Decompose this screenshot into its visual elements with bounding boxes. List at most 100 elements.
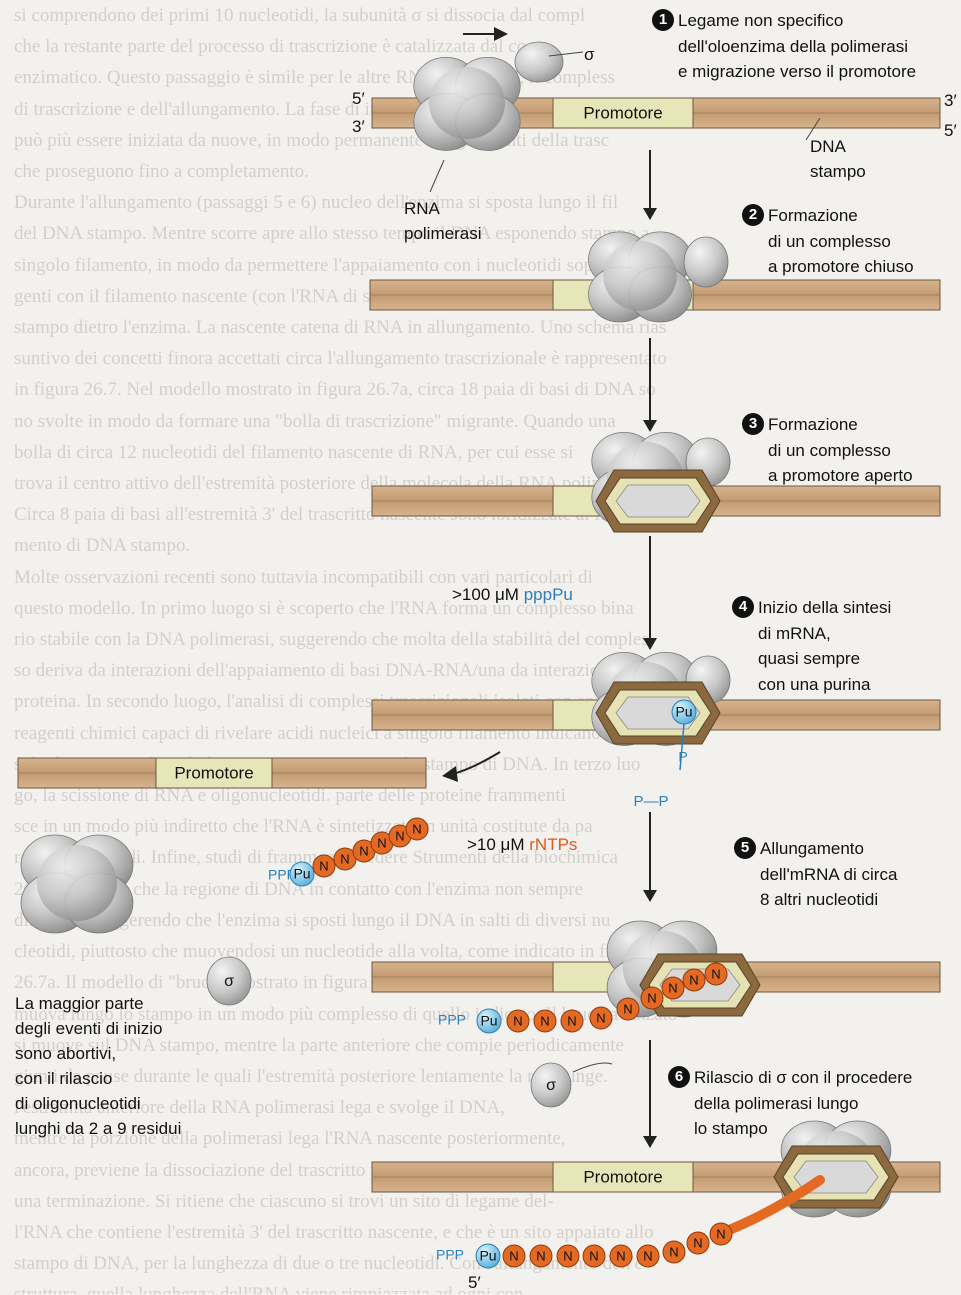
abortive-oligo-n-2-label: N [340,851,349,866]
rna-stage5-n-8-label: N [689,972,698,987]
arrow-1-2-head [643,208,657,220]
step-5-line1: Allungamento [760,836,897,862]
step-2-number: 2 [742,204,764,226]
abortive-purine-label: Pu [293,866,310,882]
transcription-bubble-stage3-gap [616,485,700,517]
polymerase-stage1 [414,57,520,150]
rna-stage6-n-9-label: N [716,1226,725,1241]
step-5: 5 Allungamento dell'mRNA di circa 8 altr… [760,836,897,913]
abortive-oligo-n-1-label: N [319,858,328,873]
step-2-line2: di un complesso [768,229,914,255]
arrow-2-3-head [643,420,657,432]
step-4-line4: con una purina [758,672,891,698]
abortive-note-line1: La maggior parte [15,991,181,1016]
step-3: 3 Formazione di un complesso a promotore… [768,412,913,489]
abortive-initiation-note: La maggior parte degli eventi di inizio … [15,991,181,1141]
pyrophosphate-label: P—P [633,793,668,810]
step-4-line1: Inizio della sintesi [758,595,891,621]
transcription-bubble-stage4 [596,682,720,744]
rntp-concentration-value: >10 μM [467,835,529,854]
rna-stage6-n-2-label: N [536,1248,545,1263]
step-2-line1: Formazione [768,203,914,229]
polymerase-stage2 [588,232,691,322]
polymerase-released [21,835,133,933]
step-6-line2: della polimerasi lungo [694,1091,912,1117]
abortive-oligo-n-5-label: N [395,828,404,843]
step-6-line1: Rilascio di σ con il procedere [694,1065,912,1091]
rna-stage6-n-4-label: N [589,1248,598,1263]
rna-5prime-label: 5′ [468,1270,481,1295]
rna-stage6-n-8-label: N [693,1235,702,1250]
step-3-number: 3 [742,413,764,435]
rntp-concentration-label: >10 μM rNTPs [467,832,577,857]
sigma-stage2 [684,237,728,287]
rna-stage5-n-3-label: N [567,1013,576,1028]
abortive-note-line4: con il rilascio [15,1066,181,1091]
dna-3prime-label: 3′ [352,114,365,139]
release-arrow-head [442,766,458,782]
step-4-line2: di mRNA, [758,621,891,647]
step-6: 6 Rilascio di σ con il procedere della p… [694,1065,912,1142]
ppppu-concentration-value: >100 μM [452,585,524,604]
polymerase-stage1-core [429,67,505,139]
abortive-oligo-n-4-label: N [377,835,386,850]
step-1-line1: Legame non specifico [678,8,916,34]
step-3-line3: a promotore aperto [768,463,913,489]
abortive-oligo-n-3-label: N [359,843,368,858]
polymerase-pointer [430,160,444,192]
step-4-line3: quasi sempre [758,646,891,672]
arrow-3-4-head [643,638,657,650]
dna-3prime-right-label: 3′ [944,88,957,113]
sigma-released-label: σ [224,973,234,990]
rna-stage5-n-2-label: N [540,1013,549,1028]
purine-stage6-label: Pu [479,1248,496,1264]
dna-5prime-right-label: 5′ [944,118,957,143]
dna-template-label: DNA stampo [810,134,866,184]
stage5-ppp-label: PPP [438,1012,466,1028]
rna-stage6-n-3-label: N [563,1248,572,1263]
step-5-number: 5 [734,837,756,859]
step-6-number: 6 [668,1066,690,1088]
rna-stage5-n-5-label: N [623,1001,632,1016]
sigma-release-pointer [573,1063,612,1072]
purine-stage4-label: Pu [675,704,692,720]
step-1-line3: e migrazione verso il promotore [678,59,916,85]
sigma-stage1 [515,42,563,82]
stage6-ppp-label: PPP [436,1247,464,1263]
rna-polymerase-label-line1: RNA [404,196,481,221]
abortive-note-line5: di oligonucleotidi [15,1091,181,1116]
step-4-number: 4 [732,596,754,618]
rna-stage6-n-1-label: N [509,1248,518,1263]
rna-stage5-n-4-label: N [596,1010,605,1025]
polymerase-released-core [37,845,117,921]
abortive-note-line3: sono abortivi, [15,1041,181,1066]
phosphate-label-stage4: P [678,749,687,765]
rna-polymerase-label-line2: polimerasi [404,221,481,246]
step-1-line2: dell'oloenzima della polimerasi [678,34,916,60]
arrow-4-5-head [643,890,657,902]
dna-5prime-label: 5′ [352,86,365,111]
abortive-note-line6: lunghi da 2 a 9 residui [15,1116,181,1141]
sigma-stage6-release-label: σ [546,1077,556,1094]
abortive-note-line2: degli eventi di inizio [15,1016,181,1041]
ppppu-concentration-name: pppPu [524,585,573,604]
step-3-line1: Formazione [768,412,913,438]
rna-stage5-n-1-label: N [513,1013,522,1028]
step-3-line2: di un complesso [768,438,913,464]
rna-stage6-n-5-label: N [616,1248,625,1263]
dna-released: Promotore [18,758,426,788]
step-4: 4 Inizio della sintesi di mRNA, quasi se… [758,595,891,697]
ppppu-concentration-label: >100 μM pppPu [452,582,573,607]
rna-stage6-n-7-label: N [669,1244,678,1259]
step-5-line3: 8 altri nucleotidi [760,887,897,913]
step-5-line2: dell'mRNA di circa [760,862,897,888]
abortive-oligo-n-6-label: N [412,821,421,836]
rna-stage5-n-7-label: N [668,980,677,995]
migration-arrow-head [494,27,508,41]
rna-stage5-n-6-label: N [647,990,656,1005]
rna-stage6-n-6-label: N [643,1248,652,1263]
arrow-5-6-head [643,1136,657,1148]
step-2-line3: a promotore chiuso [768,254,914,280]
rna-polymerase-label: RNA polimerasi [404,196,481,246]
step-6-line3: lo stampo [694,1116,912,1142]
